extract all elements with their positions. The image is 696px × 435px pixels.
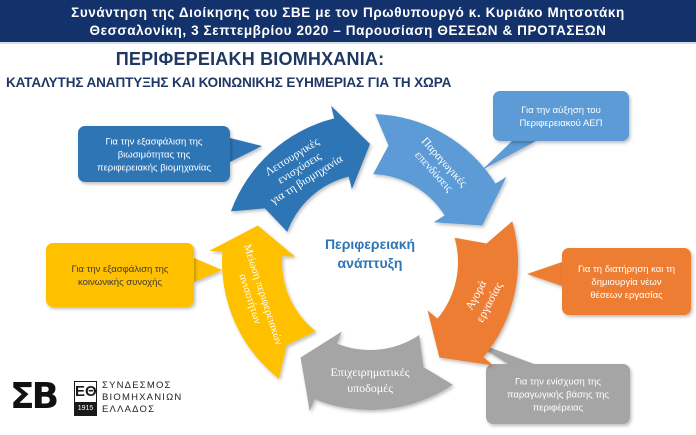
callout-3-line-1: Για τη διατήρηση και τη	[578, 264, 675, 275]
cycle-segment-5	[209, 225, 316, 379]
segment-4-label-line-1: Επιχειρηματικές	[330, 365, 409, 379]
header-title: Συνάντηση της Διοίκησης του ΣΒΕ με τον Π…	[71, 5, 625, 20]
callout-4-line-3: περιφέρειας	[533, 403, 584, 414]
logo-box-letters: ΕΘ	[75, 383, 97, 400]
callout-2-line-1: Για την αύξηση του	[521, 105, 601, 116]
logo-box: ΕΘ 1915	[74, 381, 97, 416]
callout-1-line-1: Για την εξασφάλιση της	[106, 137, 203, 148]
cycle-segment-1	[230, 105, 370, 232]
center-label-line1: Περιφερειακή	[325, 236, 415, 252]
segment-4-label-line-2: υποδομές	[347, 381, 393, 395]
callout-5-line-2: κοινωνικής συνοχής	[78, 277, 162, 288]
page-subtitle: ΚΑΤΑΛΥΤΗΣ ΑΝΑΠΤΥΞΗΣ ΚΑΙ ΚΟΙΝΩΝΙΚΗΣ ΕΥΗΜΕ…	[6, 75, 452, 90]
callout-1-line-2: βιωσιμότητας της	[118, 150, 191, 161]
logo-word-3: ΕΛΛΑΔΟΣ	[102, 404, 156, 415]
cycle-segment-4	[300, 331, 453, 412]
cycle-segment-3	[427, 221, 519, 366]
callout-pointer-2	[482, 141, 536, 170]
sbe-logo: ΣΒ ΕΘ 1915 ΣΥΝΔΕΣΜΟΣ ΒΙΟΜΗΧΑΝΙΩΝ ΕΛΛΑΔΟΣ	[8, 374, 238, 426]
header-bar: Συνάντηση της Διοίκησης του ΣΒΕ με τον Π…	[0, 0, 696, 44]
callout-pointer-1	[230, 138, 262, 162]
callout-3-line-3: θέσεων εργασίας	[590, 290, 663, 301]
callout-box-1	[78, 126, 230, 182]
callout-3-line-2: δημιουργία νέων	[591, 277, 661, 288]
callout-2-line-2: Περιφερειακού ΑΕΠ	[519, 118, 602, 129]
cycle-segment-label-4: Επιχειρηματικές υποδομές	[330, 365, 409, 395]
callout-pointer-5	[194, 258, 222, 282]
logo-year: 1915	[75, 402, 96, 415]
callout-pointer-3	[527, 262, 562, 286]
callout-1-line-3: περιφερειακής βιομηχανίας	[97, 163, 211, 174]
page-title: ΠΕΡΙΦΕΡΕΙΑΚΗ ΒΙΟΜΗΧΑΝΙΑ:	[115, 49, 385, 69]
center-label-line2: ανάπτυξη	[338, 255, 403, 271]
callout-box-3	[562, 248, 691, 315]
cycle-segment-2	[373, 114, 507, 226]
logo-word-2: ΒΙΟΜΗΧΑΝΙΩΝ	[102, 392, 183, 403]
callout-box-5	[46, 243, 194, 307]
logo-words: ΣΥΝΔΕΣΜΟΣ ΒΙΟΜΗΧΑΝΙΩΝ ΕΛΛΑΔΟΣ	[102, 380, 182, 416]
callout-4-line-1: Για την ενίσχυση της	[515, 377, 601, 388]
header-subtitle: Θεσσαλονίκη, 3 Σεπτεμβρίου 2020 – Παρουσ…	[89, 23, 607, 38]
callout-5-line-1: Για την εξασφάλιση της	[72, 264, 169, 275]
logo-word-1: ΣΥΝΔΕΣΜΟΣ	[102, 380, 172, 391]
logo-sigma-mark: ΣΒ	[10, 376, 59, 417]
callout-box-2	[493, 91, 629, 141]
callout-4-line-2: παραγωγικής βάσης της	[507, 390, 609, 401]
callout-box-4	[486, 364, 630, 424]
